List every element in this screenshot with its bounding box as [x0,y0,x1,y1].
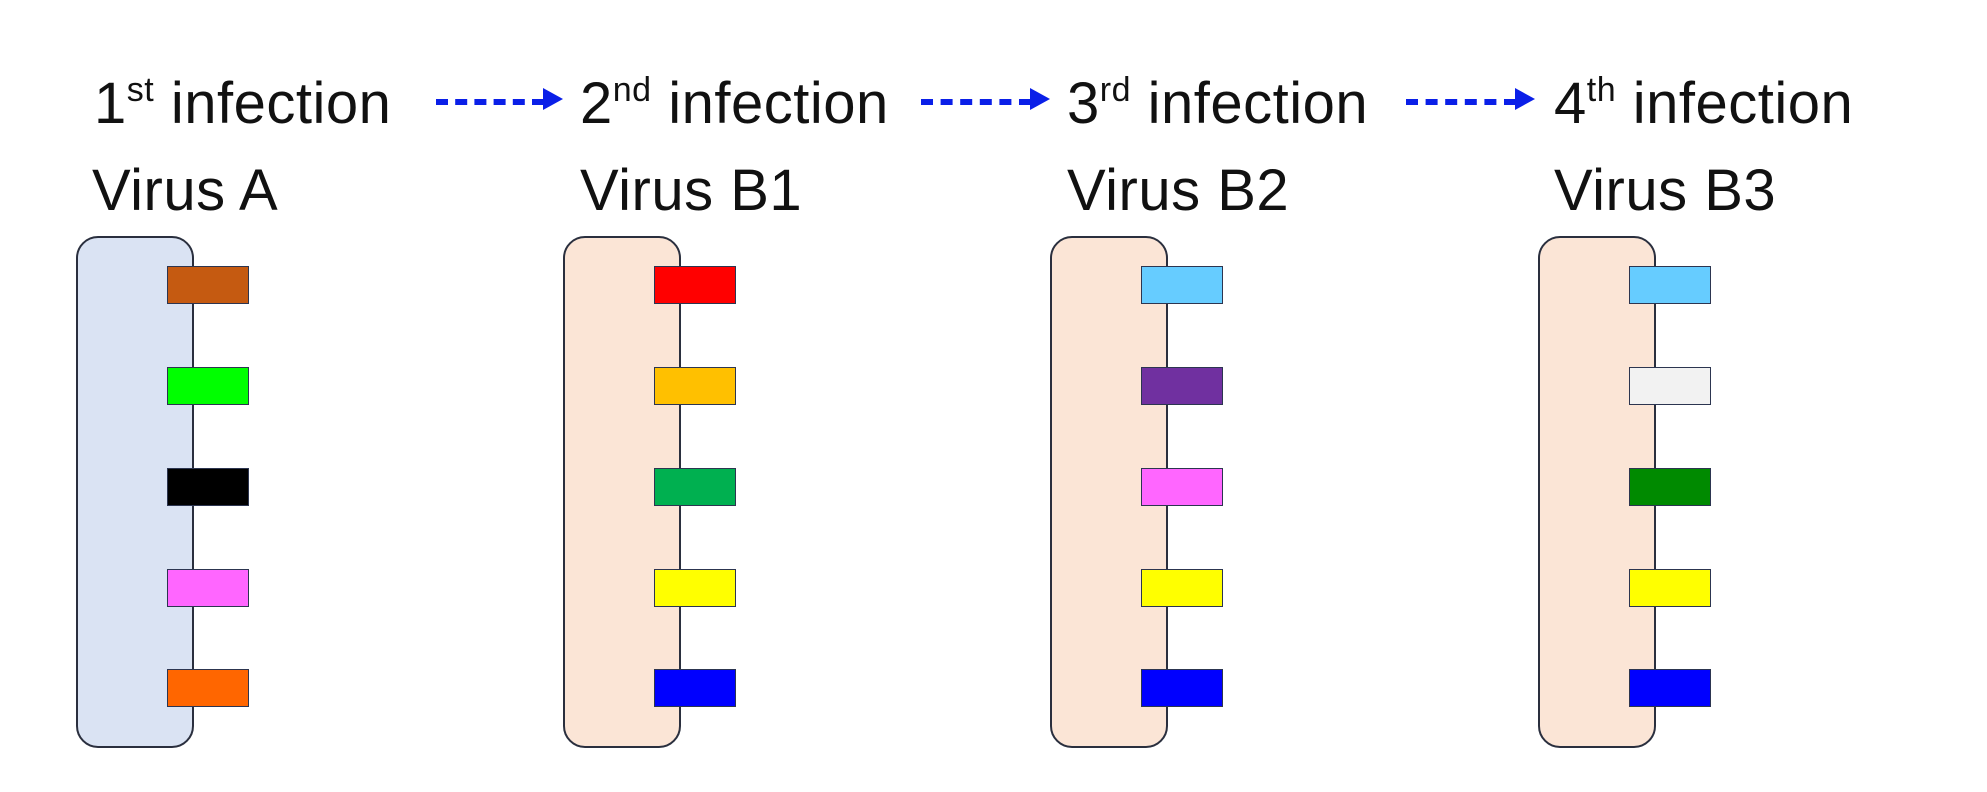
infection-3-heading: 3rd infection [1067,68,1368,140]
infection-2-number: 2 [580,71,613,136]
virus-b3-segment-2 [1629,367,1711,405]
infection-3-word: infection [1131,71,1369,136]
infection-1-number: 1 [94,71,127,136]
virus-b2-label: Virus B2 [1067,158,1290,223]
infection-1-heading: 1st infection [94,68,391,140]
virus-b3-segment-3 [1629,468,1711,506]
arrow-1-to-2-head-icon [543,88,563,110]
virus-a-segment-3 [167,468,249,506]
virus-b2-segment-4 [1141,569,1223,607]
virus-b2-segment-1 [1141,266,1223,304]
virus-b3-segment-1 [1629,266,1711,304]
virus-b3-segment-4 [1629,569,1711,607]
virus-a-segment-4 [167,569,249,607]
infection-2-suffix: nd [612,71,652,109]
infection-4-number: 4 [1554,71,1587,136]
virus-b2-segment-3 [1141,468,1223,506]
virus-b2-segment-5 [1141,669,1223,707]
virus-b1-label: Virus B1 [580,158,803,223]
arrow-2-to-3-head-icon [1030,88,1050,110]
virus-b1-segment-1 [654,266,736,304]
arrow-3-to-4-head-icon [1515,88,1535,110]
infection-4-heading: 4th infection [1554,68,1853,140]
infection-2-word: infection [651,71,889,136]
arrow-2-to-3 [921,99,1031,105]
virus-b3-label: Virus B3 [1554,158,1777,223]
virus-a-label: Virus A [92,158,279,223]
virus-b2-segment-2 [1141,367,1223,405]
virus-a-segment-5 [167,669,249,707]
virus-b1-segment-4 [654,569,736,607]
virus-b1-segment-3 [654,468,736,506]
virus-b1-segment-5 [654,669,736,707]
arrow-1-to-2 [436,99,544,105]
virus-b3-segment-5 [1629,669,1711,707]
infection-2-heading: 2nd infection [580,68,889,140]
infection-1-suffix: st [126,71,155,109]
virus-b1-segment-2 [654,367,736,405]
infection-4-suffix: th [1586,71,1617,109]
infection-4-word: infection [1616,71,1854,136]
virus-a-segment-2 [167,367,249,405]
infection-3-suffix: rd [1099,71,1131,109]
virus-a-segment-1 [167,266,249,304]
infection-1-word: infection [154,71,392,136]
infection-3-number: 3 [1067,71,1100,136]
arrow-3-to-4 [1406,99,1516,105]
